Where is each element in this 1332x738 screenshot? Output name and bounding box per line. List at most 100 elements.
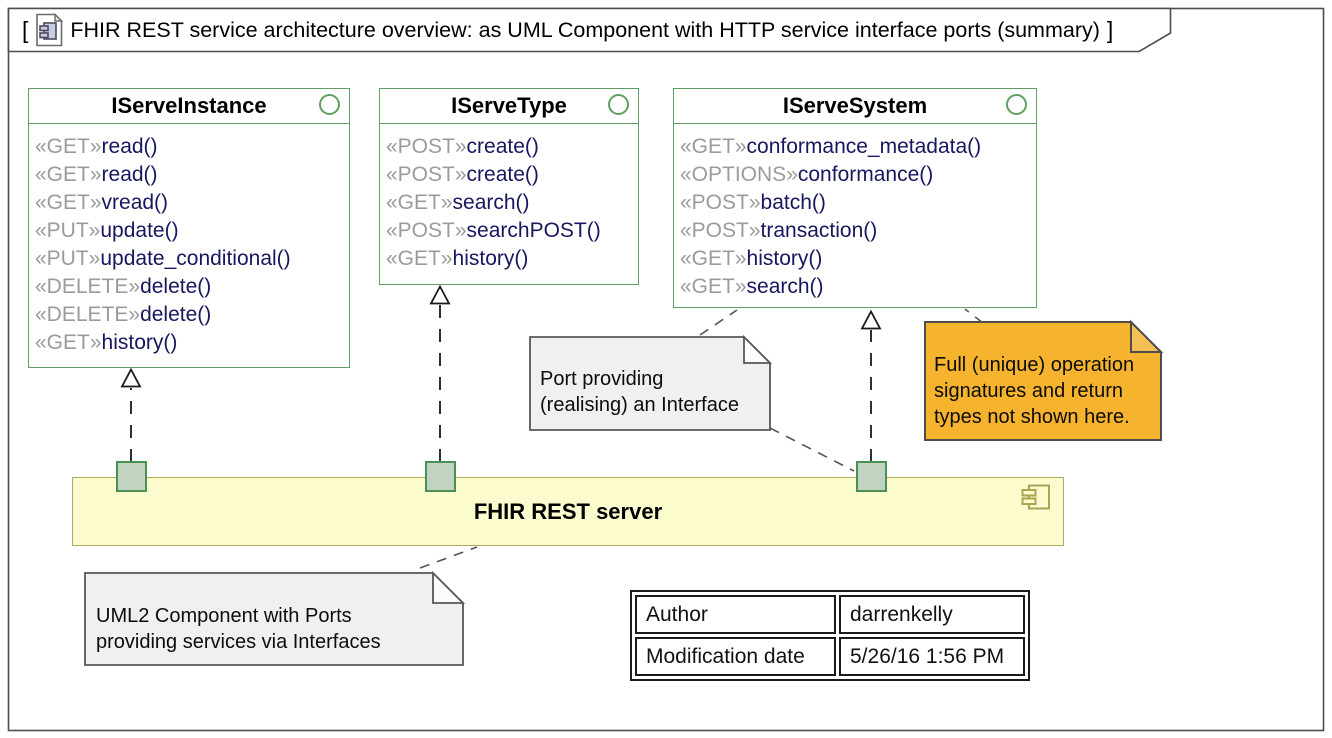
operation-method: search() [452,191,530,214]
operation-stereotype: «OPTIONS» [680,163,798,186]
interface-header: IServeType [380,89,638,124]
interface-box-iservesystem[interactable]: IServeSystem «GET»conformance_metadata()… [673,88,1037,308]
operation-method: read() [101,163,158,186]
anchor-portnote-iservesystem[interactable] [699,309,738,336]
component-label: FHIR REST server [473,498,663,524]
note-signatures[interactable] [924,319,1164,441]
operation-list: «GET»read()«GET»read()«GET»vread()«PUT»u… [29,124,349,357]
operation-list: «GET»conformance_metadata()«OPTIONS»conf… [674,124,1036,301]
operation-row: «POST»searchPOST() [386,217,634,245]
operation-method: history() [452,247,529,270]
operation-method: update_conditional() [100,247,291,270]
component-fhir-rest-server[interactable]: FHIR REST server [72,477,1064,546]
operation-row: «DELETE»delete() [35,273,345,301]
operation-method: update() [100,219,179,242]
operation-row: «POST»transaction() [680,217,1032,245]
interface-name: IServeInstance [111,93,267,118]
operation-stereotype: «GET» [35,163,102,186]
note-uml2-component-text: UML2 Component with Ports providing serv… [96,605,381,653]
operation-stereotype: «POST» [386,163,467,186]
operation-method: create() [466,163,539,186]
title-bracket-open: [ [22,16,29,43]
operation-stereotype: «POST» [680,219,761,242]
note-signatures-text: Full (unique) operation signatures and r… [934,354,1135,428]
operation-method: vread() [101,191,169,214]
interface-box-iservetype[interactable]: IServeType «POST»create()«POST»create()«… [379,88,639,285]
note-port-providing[interactable] [529,334,773,431]
operation-method: batch() [760,191,826,214]
operation-row: «PUT»update_conditional() [35,245,345,273]
interface-name: IServeSystem [782,93,928,118]
realization-port1-iserveinstance[interactable] [120,367,142,463]
operation-method: search() [746,275,824,298]
operation-method: conformance() [797,163,934,186]
operation-row: «PUT»update() [35,217,345,245]
uml-component-icon [1021,484,1050,510]
note-uml2-component[interactable] [84,570,466,666]
provided-interface-ball-icon [1006,94,1027,115]
operation-row: «POST»create() [386,161,634,189]
operation-method: history() [746,247,823,270]
operation-stereotype: «DELETE» [35,303,141,326]
property-label-cell: Author [635,595,836,634]
operation-row: «GET»search() [386,189,634,217]
operation-method: conformance_metadata() [746,135,982,158]
operation-row: «GET»vread() [35,189,345,217]
operation-row: «GET»history() [35,329,345,357]
provided-interface-ball-icon [319,94,340,115]
anchor-signaturenote-iservesystem[interactable] [964,308,984,324]
properties-table-row: Author darrenkelly [635,595,1025,634]
operation-method: transaction() [760,219,878,242]
interface-box-iserveinstance[interactable]: IServeInstance «GET»read()«GET»read()«GE… [28,88,350,368]
operation-row: «POST»batch() [680,189,1032,217]
operation-stereotype: «GET» [386,191,453,214]
operation-method: create() [466,135,539,158]
component-diagram-icon [36,13,64,47]
realization-port2-iservetype[interactable] [429,284,451,463]
property-label-cell: Modification date [635,637,836,676]
operation-stereotype: «GET» [680,247,747,270]
operation-row: «GET»history() [386,245,634,273]
properties-table-row: Modification date 5/26/16 1:56 PM [635,637,1025,676]
operation-method: history() [101,331,178,354]
note-port-providing-text: Port providing (realising) an Interface [540,368,739,416]
operation-stereotype: «POST» [386,219,467,242]
provided-interface-ball-icon [608,94,629,115]
frame-title-text: FHIR REST service architecture overview:… [70,17,1100,42]
operation-stereotype: «PUT» [35,247,101,270]
port-iserveinstance[interactable] [116,461,147,492]
interface-header: IServeSystem [674,89,1036,124]
operation-stereotype: «PUT» [35,219,101,242]
operation-method: read() [101,135,158,158]
operation-stereotype: «POST» [680,191,761,214]
operation-row: «GET»search() [680,273,1032,301]
operation-stereotype: «GET» [680,135,747,158]
operation-row: «GET»read() [35,161,345,189]
operation-row: «GET»conformance_metadata() [680,133,1032,161]
property-value-cell: darrenkelly [839,595,1025,634]
operation-row: «DELETE»delete() [35,301,345,329]
operation-stereotype: «GET» [35,135,102,158]
operation-stereotype: «DELETE» [35,275,141,298]
properties-table[interactable]: Author darrenkelly Modification date 5/2… [630,590,1030,681]
operation-method: searchPOST() [466,219,601,242]
property-value-cell: 5/26/16 1:56 PM [839,637,1025,676]
anchor-portnote-port3[interactable] [769,427,855,472]
frame-title: [ FHIR REST service architecture overvie… [22,13,1113,47]
operation-stereotype: «GET» [35,331,102,354]
operation-row: «GET»read() [35,133,345,161]
interface-header: IServeInstance [29,89,349,124]
operation-row: «OPTIONS»conformance() [680,161,1032,189]
interface-name: IServeType [451,93,567,118]
title-bracket-close: ] [1106,16,1114,43]
realization-port3-iservesystem[interactable] [860,309,882,463]
operation-stereotype: «GET» [386,247,453,270]
operation-stereotype: «GET» [680,275,747,298]
operation-method: delete() [140,303,212,326]
operation-row: «GET»history() [680,245,1032,273]
operation-row: «POST»create() [386,133,634,161]
operation-stereotype: «GET» [35,191,102,214]
port-iservetype[interactable] [425,461,456,492]
frame-title-pentagon [7,7,1172,53]
port-iservesystem[interactable] [856,461,887,492]
